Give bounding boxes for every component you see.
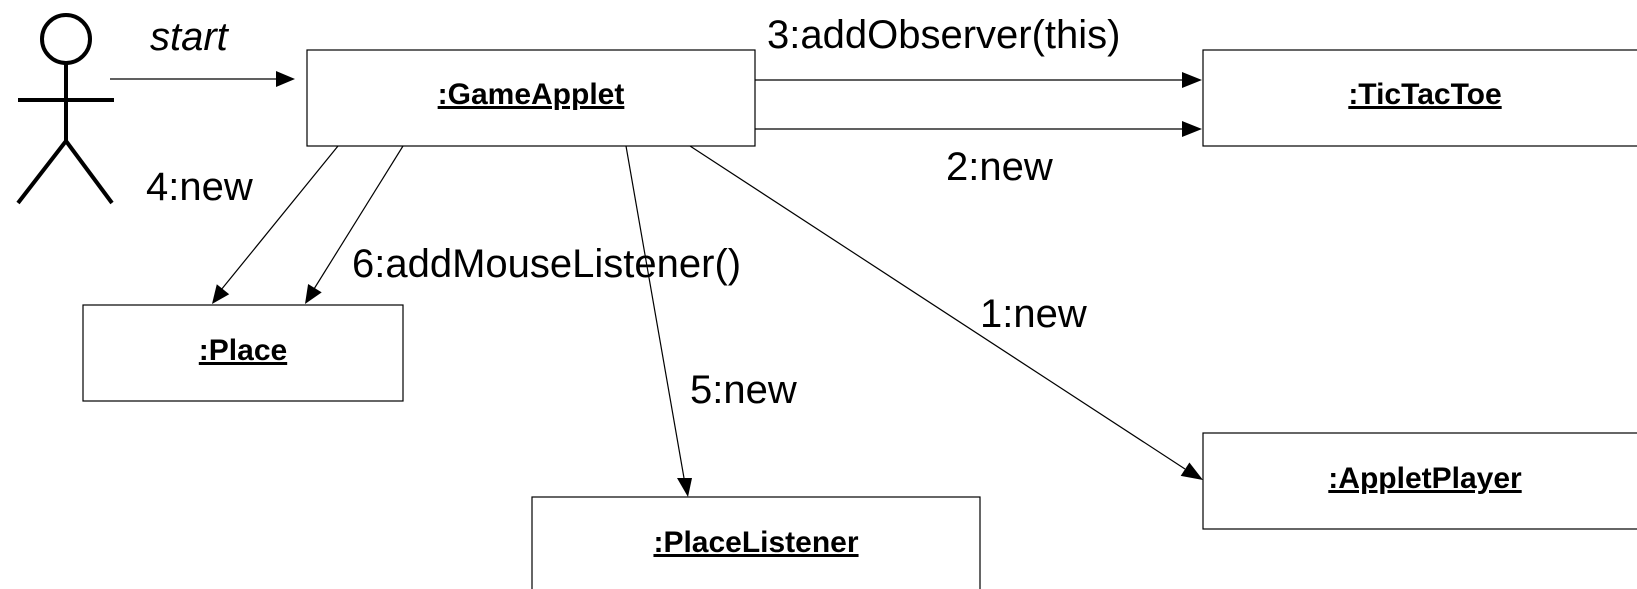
object-place-listener-label: :PlaceListener [653,526,858,559]
object-tic-tac-toe-label: :TicTacToe [1348,78,1501,111]
message-3-label: 3:addObserver(this) [767,13,1120,57]
message-4-label: 4:new [146,165,253,209]
new-place-link [220,145,339,291]
start-arrowhead [276,71,295,87]
object-game-applet-label: :GameApplet [438,78,625,111]
message-5-label: 5:new [690,368,797,412]
object-place: :Place [82,304,404,402]
new-place-listener-arrowhead [677,478,692,497]
message-2-label: 2:new [946,145,1053,189]
object-tic-tac-toe: :TicTacToe [1202,49,1637,147]
new-place-arrowhead [212,284,230,304]
object-applet-player-label: :AppletPlayer [1328,462,1522,495]
object-place-listener: :PlaceListener [531,496,981,589]
message-start-label: start [150,15,230,59]
add-mouse-listener-arrowhead [305,284,322,304]
add-mouse-listener-link [313,145,404,290]
new-tictactoe-arrowhead [1182,121,1202,137]
object-applet-player: :AppletPlayer [1202,432,1637,530]
add-observer-arrowhead [1182,72,1202,88]
new-place-listener-link [625,145,685,479]
message-1-label: 1:new [980,292,1087,336]
stick-figure-actor-icon [16,13,114,205]
new-applet-player-arrowhead [1180,462,1203,480]
new-applet-player-link [689,145,1186,470]
object-place-label: :Place [199,334,287,367]
message-6-label: 6:addMouseListener() [352,242,741,286]
object-game-applet: :GameApplet [306,49,756,147]
